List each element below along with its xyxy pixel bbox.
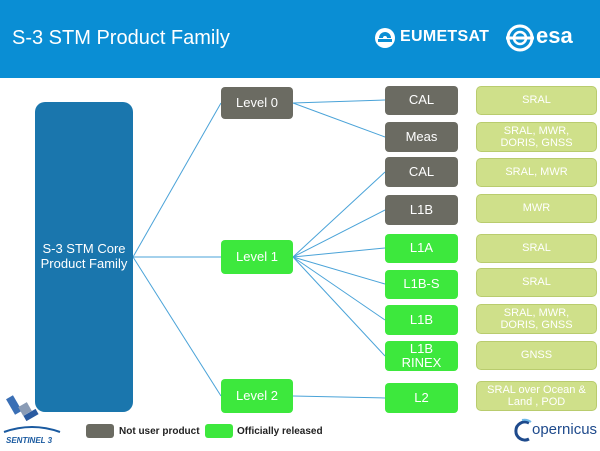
core-to-level-0-line <box>132 102 222 258</box>
product-l1b-mwr: L1B <box>385 195 458 225</box>
eumetsat-wordmark: EUMETSAT <box>400 28 490 45</box>
product-label: L1B <box>409 311 434 327</box>
product-label: CAL <box>408 92 435 108</box>
sentinel-3-logo: SENTINEL 3 <box>2 392 80 448</box>
level-0-label: Level 0 <box>236 94 278 110</box>
instrument-box: SRAL, MWR <box>476 158 597 187</box>
level-2-to-product-line <box>292 395 386 399</box>
instrument-label: SRAL, MWR <box>505 166 568 179</box>
page-title: S-3 STM Product Family <box>12 27 230 49</box>
core-label: S-3 STM Core Product Family <box>40 241 128 271</box>
esa-logo: esa <box>506 22 592 54</box>
level-1-to-product-line <box>292 256 386 285</box>
level-1-to-product-line <box>292 209 386 258</box>
product-label: CAL <box>408 163 435 179</box>
product-l1a: L1A <box>385 234 458 263</box>
instrument-box: SRAL, MWR, DORIS, GNSS <box>476 304 597 334</box>
legend-swatch-released <box>205 424 233 438</box>
instrument-box: SRAL, MWR, DORIS, GNSS <box>476 122 597 152</box>
instrument-box: SRAL <box>476 268 597 297</box>
instrument-label: SRAL, MWR, DORIS, GNSS <box>500 306 573 331</box>
instrument-label: MWR <box>522 202 551 215</box>
product-l1b: L1B <box>385 305 458 335</box>
instrument-box: SRAL <box>476 86 597 115</box>
instrument-label: SRAL <box>522 94 551 107</box>
product-cal-l0: CAL <box>385 86 458 115</box>
sentinel-3-wordmark: SENTINEL 3 <box>6 436 53 445</box>
level-1-label: Level 1 <box>236 248 278 264</box>
level-1-to-product-line <box>292 171 386 258</box>
copernicus-logo: opernicus <box>510 418 600 444</box>
product-l2: L2 <box>385 383 458 413</box>
core-to-level-2-line <box>132 256 222 397</box>
header-banner: S-3 STM Product Family EUMETSAT esa <box>0 0 600 78</box>
instrument-label: GNSS <box>520 349 553 362</box>
product-l1b-s: L1B-S <box>385 270 458 299</box>
level-1-to-product-line <box>292 256 386 321</box>
instrument-box: MWR <box>476 194 597 223</box>
eumetsat-icon <box>375 28 395 48</box>
instrument-label: SRAL <box>522 276 551 289</box>
esa-wordmark: esa <box>536 23 573 48</box>
instrument-label: SRAL <box>522 242 551 255</box>
eumetsat-logo: EUMETSAT <box>374 26 494 50</box>
legend-swatch-not-user <box>86 424 114 438</box>
esa-icon <box>506 24 534 52</box>
level-0-to-product-line <box>292 99 386 104</box>
legend-label-released: Officially released <box>237 426 323 437</box>
instrument-box: SRAL <box>476 234 597 263</box>
instrument-label: SRAL, MWR, DORIS, GNSS <box>500 124 573 149</box>
level-1-to-product-line <box>292 247 386 258</box>
copernicus-wordmark: opernicus <box>532 421 598 438</box>
product-meas: Meas <box>385 122 458 152</box>
level-2-box: Level 2 <box>221 379 293 413</box>
product-label: L1B <box>409 201 434 217</box>
copernicus-c-icon <box>514 418 532 442</box>
product-label: L1B-S <box>403 276 440 292</box>
instrument-box: GNSS <box>476 341 597 370</box>
satellite-icon <box>3 395 61 433</box>
instrument-label: SRAL over Ocean & Land , POD <box>487 383 586 408</box>
level-0-to-product-line <box>292 102 386 138</box>
product-label: L2 <box>414 389 429 405</box>
level-1-to-product-line <box>292 256 386 357</box>
product-label: Meas <box>405 128 438 144</box>
product-label: L1B RINEX <box>401 340 442 370</box>
level-1-box: Level 1 <box>221 240 293 274</box>
legend-label-not-user: Not user product <box>119 426 200 437</box>
instrument-box: SRAL over Ocean & Land , POD <box>476 381 597 411</box>
product-cal-l1: CAL <box>385 157 458 187</box>
level-2-label: Level 2 <box>236 387 278 403</box>
product-l1b-rinex: L1B RINEX <box>385 341 458 371</box>
level-0-box: Level 0 <box>221 87 293 119</box>
core-product-family-box: S-3 STM Core Product Family <box>35 102 133 412</box>
product-label: L1A <box>409 240 434 256</box>
